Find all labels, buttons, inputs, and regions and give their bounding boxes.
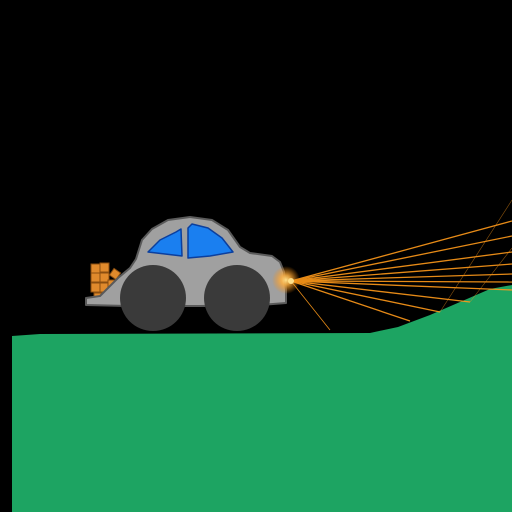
car-rear-window bbox=[147, 228, 183, 257]
headlight bbox=[288, 278, 294, 284]
ground-terrain bbox=[12, 285, 512, 512]
player-car bbox=[85, 216, 300, 331]
rear-wheel bbox=[120, 265, 186, 331]
front-wheel bbox=[204, 265, 270, 331]
headlight-glow bbox=[272, 266, 300, 294]
headlight-beams bbox=[290, 199, 512, 331]
car-front-window bbox=[187, 223, 234, 259]
